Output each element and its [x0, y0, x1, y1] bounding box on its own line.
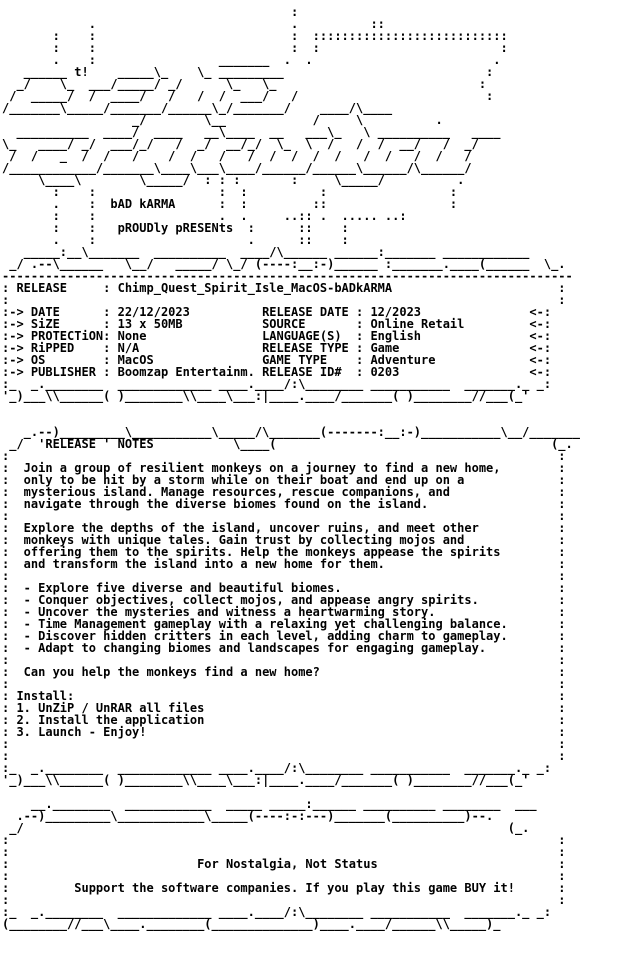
nfo-line: : navigate through the diverse biomes fo…	[2, 497, 566, 511]
nfo-line: : Join a group of resilient monkeys on a…	[2, 461, 566, 475]
nfo-line: :_ _.________ _____________ ____.____/:\…	[2, 905, 552, 919]
nfo-line: : :	[2, 833, 566, 847]
nfo-line: : and transform the island into a new ho…	[2, 557, 566, 571]
nfo-line: : :	[2, 509, 566, 523]
nfo-line: : - Explore five diverse and beautiful b…	[2, 581, 566, 595]
nfo-line: : - Time Management gameplay with a rela…	[2, 617, 566, 631]
nfo-line: _/ (_.	[2, 821, 530, 835]
nfo-line: : For Nostalgia, Not Status :	[2, 857, 566, 871]
nfo-line: : only to be hit by a storm while on the…	[2, 473, 566, 487]
nfo-line: : - Adapt to changing biomes and landsca…	[2, 641, 566, 655]
nfo-ascii-document: : . . :: : : : :::::::::::::::::::::::::…	[0, 6, 580, 930]
nfo-line: : Support the software companies. If you…	[2, 881, 566, 895]
nfo-line: :-> PROTECTiON: None LANGUAGE(S) : Engli…	[2, 329, 552, 343]
nfo-line: : :	[2, 449, 566, 463]
nfo-line: . : _______ . . .	[2, 53, 501, 67]
nfo-line: :-> SiZE : 13 x 50MB SOURCE : Online Ret…	[2, 317, 552, 331]
nfo-line: . . ::	[2, 17, 385, 31]
nfo-line: /_______\_____/_______/______\_/_______/…	[2, 101, 393, 115]
nfo-line: :_ _.________ _____________ ____.____/:\…	[2, 761, 552, 775]
nfo-line: __.________ ____________ _____ _____:___…	[2, 797, 537, 811]
nfo-line: : offering them to the spirits. Help the…	[2, 545, 566, 559]
nfo-line: ----------------------------------------…	[2, 269, 573, 283]
nfo-line: : :	[2, 677, 566, 691]
nfo-line: :-> OS : MacOS GAME TYPE : Adventure <-:	[2, 353, 552, 367]
nfo-line: : : : : : :	[2, 185, 458, 199]
nfo-line: : - Uncover the mysteries and witness a …	[2, 605, 566, 619]
nfo-line: _/ \_ ___/_____/ _/ \_ \_ :	[2, 77, 487, 91]
nfo-line: :-> PUBLISHER : Boomzap Entertainm. RELE…	[2, 365, 552, 379]
nfo-line: : : : :::::::::::::::::::::::::::	[2, 29, 508, 43]
nfo-line: ______ t! _____\_ \_ _________ :	[2, 65, 494, 79]
nfo-line: : :	[2, 569, 566, 583]
nfo-line: . : . :: :	[2, 233, 349, 247]
nfo-line: \_ ____/ _/ ___/_/ / _/ __/_/ \_ \ / / /…	[2, 137, 479, 151]
nfo-line	[2, 402, 580, 414]
nfo-line: _/ \__ / \ .	[2, 113, 443, 127]
nfo-line: . : bAD kARMA : : :: :	[2, 197, 458, 211]
nfo-line: : - Conquer objectives, collect mojos, a…	[2, 593, 566, 607]
nfo-line: .--)_________\____________\_____(----:-:…	[2, 809, 494, 823]
nfo-line: : mysterious island. Manage resources, r…	[2, 485, 566, 499]
nfo-line: /____________/_______\____\___\____/____…	[2, 161, 472, 175]
nfo-line: : RELEASE : Chimp_Quest_Spirit_Isle_MacO…	[2, 281, 566, 295]
nfo-line: : :	[2, 293, 566, 307]
nfo-line: :-> RiPPED : N/A RELEASE TYPE : Game <-:	[2, 341, 552, 355]
nfo-line: : 2. Install the application :	[2, 713, 566, 727]
nfo-line: _/ .--\______ \__/ _____/ \_/ (----:__:-…	[2, 257, 566, 271]
nfo-line: : 1. UnZiP / UnRAR all files :	[2, 701, 566, 715]
nfo-line: : Can you help the monkeys find a new ho…	[2, 665, 566, 679]
nfo-line: '_)___\\______( )________\\____\___:|___…	[2, 773, 530, 787]
nfo-line: : :	[2, 737, 566, 751]
nfo-line: '_)___\\______( )________\\____\___:|___…	[2, 389, 530, 403]
nfo-line: : Install: :	[2, 689, 566, 703]
nfo-line: : - Discover hidden critters in each lev…	[2, 629, 566, 643]
nfo-line: : :	[2, 869, 566, 883]
nfo-line: : : pROUDly pRESENts : :: :	[2, 221, 349, 235]
nfo-line: :	[2, 5, 299, 19]
nfo-line: : : . . ..:: . ..... ..:	[2, 209, 407, 223]
nfo-line: _.--)_________\___________\_____/\______…	[2, 425, 580, 439]
nfo-line: : : : : :	[2, 41, 508, 55]
nfo-line: : :	[2, 749, 566, 763]
nfo-line: : :	[2, 893, 566, 907]
nfo-line: : Explore the depths of the island, unco…	[2, 521, 566, 535]
nfo-line: : :	[2, 845, 566, 859]
nfo-line: :-> DATE : 22/12/2023 RELEASE DATE : 12/…	[2, 305, 552, 319]
nfo-line: : 3. Launch - Enjoy! :	[2, 725, 566, 739]
nfo-line: \____\ \_____/ : : : : \_____/ .	[2, 173, 465, 187]
nfo-line: : :	[2, 653, 566, 667]
nfo-line: : monkeys with unique tales. Gain trust …	[2, 533, 566, 547]
nfo-line: _/ 'RELEASE ' NOTES \____( (_.	[2, 437, 573, 451]
nfo-line: __________ ____/ ____ __\____ __ ___\_ \…	[2, 125, 501, 139]
nfo-line: / / _ / / / / / / / / / / / / / / / /	[2, 149, 472, 163]
nfo-line: :_ _.________ _____________ ____.____/:\…	[2, 377, 552, 391]
nfo-line: / _____/ / ____/ / / / ___/ / :	[2, 89, 494, 103]
nfo-line: (________//___\____.________(___________…	[2, 917, 501, 931]
nfo-line: _____:__\_______ __________ ____/\______…	[2, 245, 530, 259]
